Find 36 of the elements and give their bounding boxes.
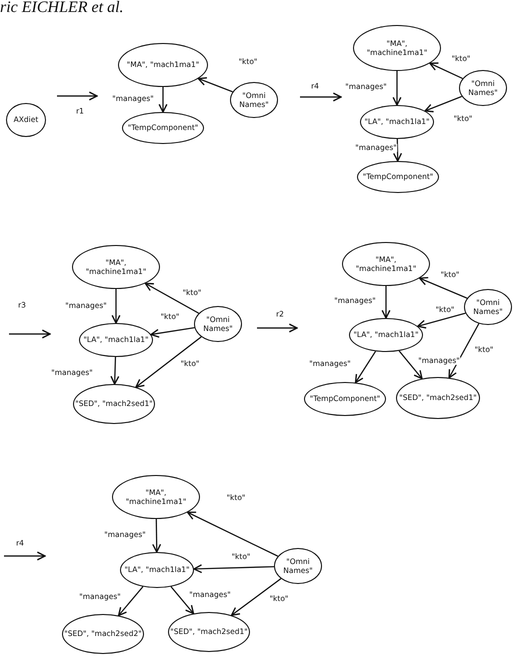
- state-ellipse: [360, 105, 434, 139]
- arrow: [417, 312, 466, 329]
- arrow: [193, 564, 274, 574]
- state-ellipse: [6, 103, 46, 137]
- arrow: [424, 96, 462, 112]
- state-ellipse: [79, 323, 153, 357]
- arrow: [150, 327, 195, 338]
- arrow: [393, 138, 402, 162]
- state-ellipse: [459, 70, 507, 106]
- arrow: [158, 87, 168, 113]
- state-ellipse: [464, 289, 512, 325]
- arrow: [144, 282, 200, 314]
- arrow: [186, 512, 278, 557]
- state-ellipse: [349, 318, 423, 352]
- arrow: [418, 276, 468, 299]
- arrow: [135, 336, 202, 388]
- state-ellipse: [194, 306, 242, 342]
- arrow: [198, 77, 233, 92]
- running-header: ric EICHLER et al.: [0, 0, 124, 17]
- state-ellipse: [274, 548, 322, 584]
- state-ellipse: [230, 82, 278, 118]
- arrow: [392, 71, 402, 106]
- arrow: [448, 323, 480, 378]
- arrow: [110, 356, 120, 385]
- arrow: [112, 289, 120, 324]
- arrow: [230, 578, 282, 616]
- state-ellipse: [353, 25, 441, 71]
- arrow: [382, 286, 390, 319]
- arrow: [398, 350, 423, 380]
- arrow: [118, 586, 144, 616]
- state-ellipse: [118, 43, 208, 87]
- arrow: [354, 350, 376, 384]
- arrow: [170, 586, 194, 614]
- arrow: [429, 62, 463, 80]
- arrow: [152, 519, 162, 553]
- state-ellipse: [342, 242, 430, 286]
